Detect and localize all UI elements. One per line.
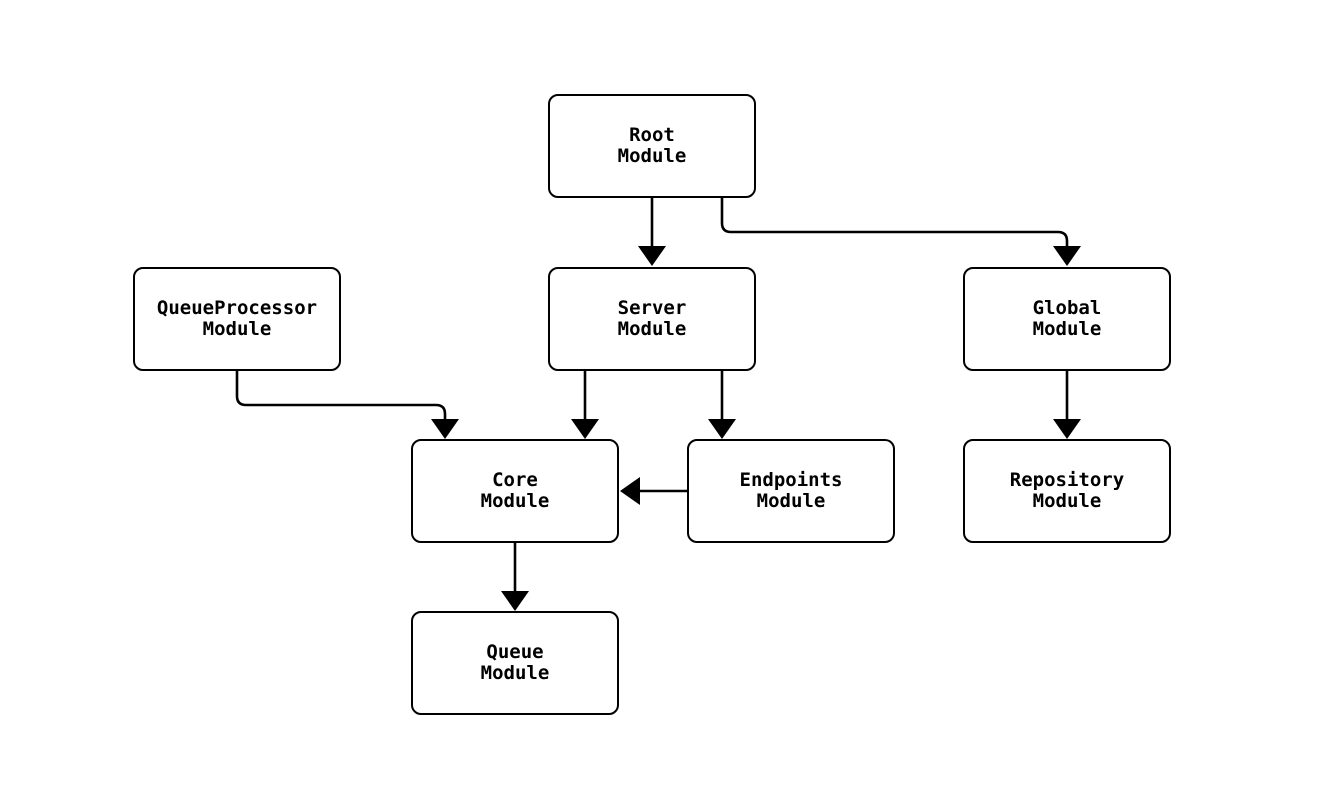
node-core-module: Core Module <box>411 439 619 543</box>
edge-endpoints-to-core <box>620 477 687 505</box>
edge-server-to-core <box>571 371 599 439</box>
node-root-module: Root Module <box>548 94 756 198</box>
node-server-module: Server Module <box>548 267 756 371</box>
edge-global-to-repository <box>1053 371 1081 439</box>
node-queue-module: Queue Module <box>411 611 619 715</box>
node-endpoints-module: Endpoints Module <box>687 439 895 543</box>
node-global-module: Global Module <box>963 267 1171 371</box>
edge-server-to-endpoints <box>708 371 736 439</box>
node-queueprocessor-module: QueueProcessor Module <box>133 267 341 371</box>
node-repository-module: Repository Module <box>963 439 1171 543</box>
edge-queueprocessor-to-core <box>235 371 459 439</box>
edge-root-to-global <box>720 198 1081 266</box>
edge-root-to-server <box>638 198 666 266</box>
edge-core-to-queue <box>501 543 529 611</box>
